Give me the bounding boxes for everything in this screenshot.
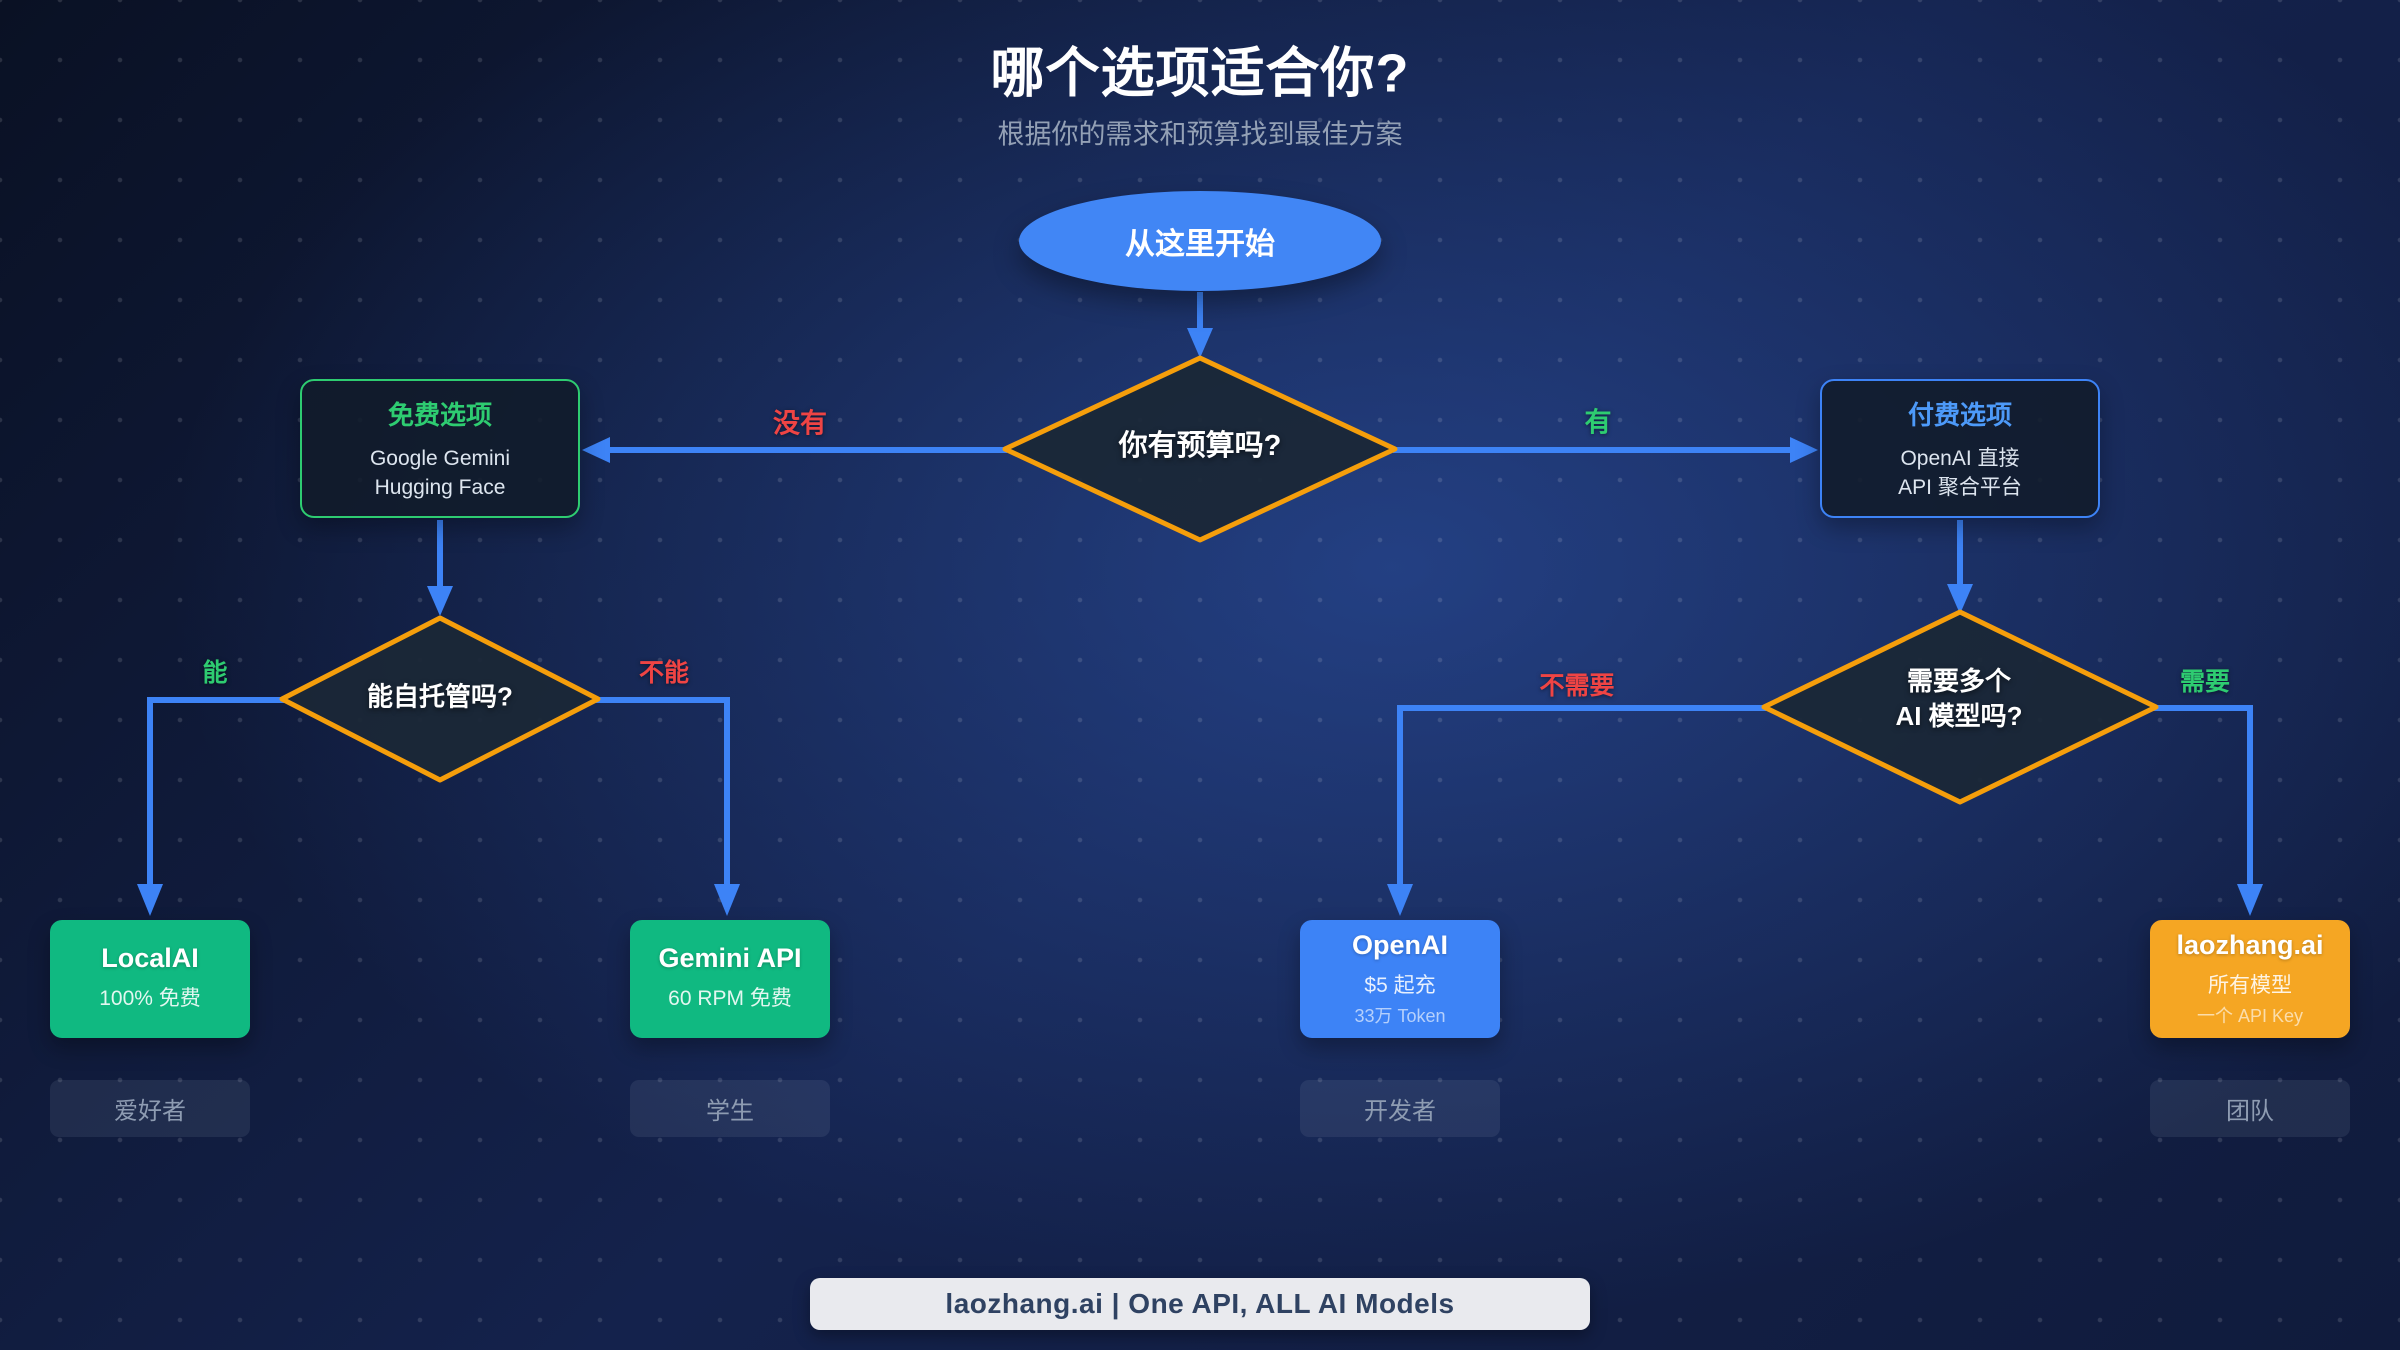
result-detail: 100% 免费 bbox=[99, 987, 201, 1010]
footer-badge-text: laozhang.ai | One API, ALL AI Models bbox=[945, 1288, 1455, 1319]
edge-label-multimodel-no: 不需要 bbox=[1539, 672, 1615, 700]
audience-tag-developer: 开发者 bbox=[1300, 1080, 1500, 1137]
result-extra: 一个 API Key bbox=[2196, 1006, 2304, 1026]
result-name: OpenAI bbox=[1351, 930, 1448, 960]
arrowhead-start-to-budget bbox=[1187, 328, 1213, 358]
decision-selfhost-shape bbox=[279, 615, 601, 783]
audience-tag-hobbyist: 爱好者 bbox=[50, 1080, 250, 1137]
page-title: 哪个选项适合你? bbox=[990, 43, 1410, 104]
arrowhead-to-openai bbox=[1387, 884, 1413, 916]
result-detail: 60 RPM 免费 bbox=[668, 987, 792, 1010]
arrowhead-to-laozhang bbox=[2237, 884, 2263, 916]
arrowhead-to-localai bbox=[137, 884, 163, 916]
arrowhead-paid-to-multimodel bbox=[1947, 584, 1973, 614]
arrowhead-to-gemini bbox=[714, 884, 740, 916]
arrowhead-budget-to-paid bbox=[1790, 437, 1818, 463]
paid-option-item: OpenAI 直接 bbox=[1900, 447, 2020, 470]
audience-tag-student: 学生 bbox=[630, 1080, 830, 1137]
page-subtitle: 根据你的需求和预算找到最佳方案 bbox=[997, 119, 1403, 150]
connector-multimodel-to-openai bbox=[1397, 705, 1766, 890]
decision-selfhost-label: 能自托管吗? bbox=[367, 681, 513, 712]
result-name: laozhang.ai bbox=[2176, 930, 2324, 960]
start-node: 从这里开始 bbox=[1019, 191, 1381, 291]
paid-options-title: 付费选项 bbox=[1907, 400, 2012, 430]
free-options-box: 免费选项 Google Gemini Hugging Face bbox=[300, 379, 580, 518]
edge-label-budget-no: 没有 bbox=[773, 408, 827, 439]
decision-multimodel-label: 需要多个 AI 模型吗? bbox=[1895, 665, 2023, 731]
result-detail: 所有模型 bbox=[2208, 974, 2292, 997]
paid-options-box: 付费选项 OpenAI 直接 API 聚合平台 bbox=[1820, 379, 2100, 518]
arrowhead-budget-to-free bbox=[582, 437, 610, 463]
connector-selfhost-to-localai bbox=[147, 697, 284, 890]
decision-budget-shape bbox=[1002, 355, 1398, 543]
result-card-gemini: Gemini API 60 RPM 免费 bbox=[630, 920, 830, 1038]
result-name: LocalAI bbox=[101, 943, 199, 973]
result-extra: 33万 Token bbox=[1354, 1006, 1446, 1026]
edge-label-multimodel-yes: 需要 bbox=[2179, 668, 2231, 696]
result-detail: $5 起充 bbox=[1364, 974, 1436, 997]
result-card-localai: LocalAI 100% 免费 bbox=[50, 920, 250, 1038]
decision-budget-label: 你有预算吗? bbox=[1118, 430, 1282, 462]
start-node-label: 从这里开始 bbox=[1125, 228, 1275, 261]
edge-label-selfhost-yes: 能 bbox=[202, 659, 228, 687]
result-card-openai: OpenAI $5 起充 33万 Token bbox=[1300, 920, 1500, 1038]
edge-label-budget-yes: 有 bbox=[1584, 407, 1612, 438]
audience-tag-team: 团队 bbox=[2150, 1080, 2350, 1137]
connector-selfhost-to-gemini bbox=[596, 697, 730, 890]
result-card-laozhang: laozhang.ai 所有模型 一个 API Key bbox=[2150, 920, 2350, 1038]
decision-multimodel-shape bbox=[1761, 609, 2159, 805]
footer-badge: laozhang.ai | One API, ALL AI Models bbox=[810, 1278, 1590, 1330]
result-name: Gemini API bbox=[658, 943, 802, 973]
free-options-title: 免费选项 bbox=[387, 400, 492, 430]
paid-option-item: API 聚合平台 bbox=[1898, 476, 2022, 499]
connector-multimodel-to-laozhang bbox=[2153, 705, 2253, 890]
free-option-item: Google Gemini bbox=[369, 447, 511, 470]
edge-label-selfhost-no: 不能 bbox=[638, 659, 690, 687]
arrowhead-free-to-selfhost bbox=[427, 586, 453, 616]
free-option-item: Hugging Face bbox=[374, 476, 506, 499]
